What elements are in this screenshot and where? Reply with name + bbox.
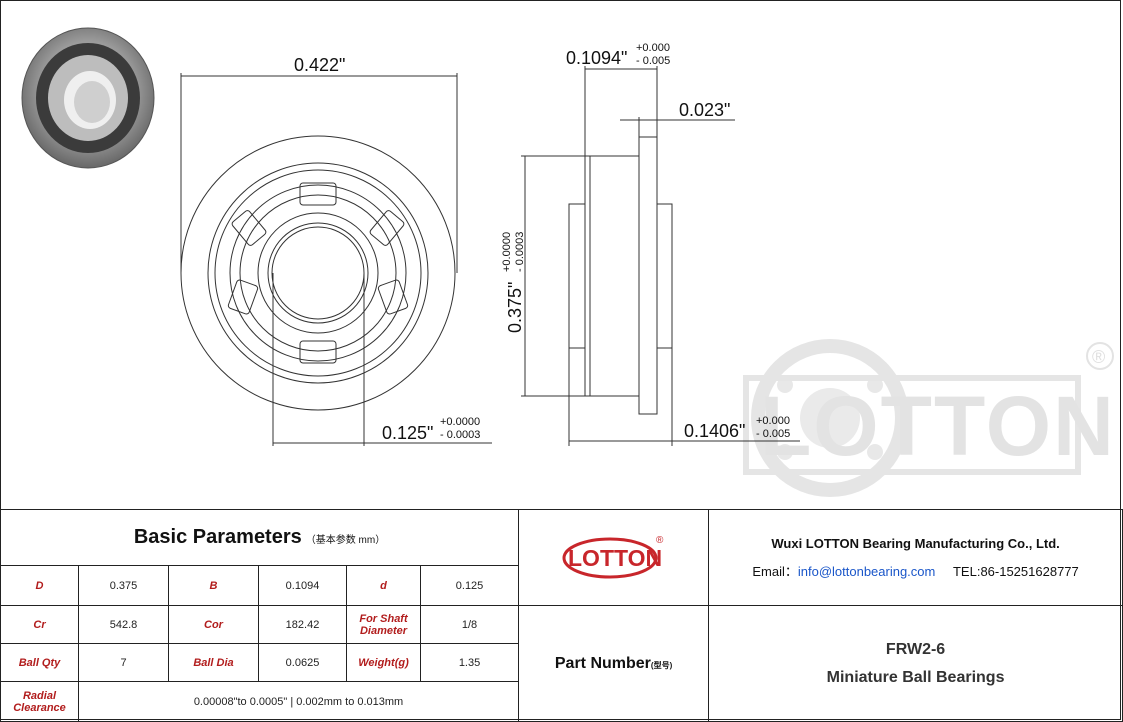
dim-bore: 0.125": [382, 423, 433, 443]
dim-od-tol-minus: - 0.0003: [514, 232, 526, 272]
company-cell: Wuxi LOTTON Bearing Manufacturing Co., L…: [708, 509, 1123, 606]
value-B: 0.1094: [258, 565, 347, 606]
label-B: B: [168, 565, 259, 606]
label-D: D: [0, 565, 79, 606]
dim-side-width-tol-minus: - 0.005: [636, 55, 670, 67]
logo-registered: ®: [656, 535, 664, 546]
logo-text: LOTTON: [568, 545, 662, 571]
dim-outer-diameter: 0.375": [505, 282, 525, 333]
basic-parameters-header: Basic Parameters（基本参数 mm）: [0, 509, 520, 566]
part-number-label: Part Number: [554, 654, 651, 672]
part-number-cell: FRW2-6 Miniature Ball Bearings: [708, 605, 1123, 722]
dim-flange-thickness: 0.023": [679, 100, 730, 120]
label-ball-qty: Ball Qty: [0, 643, 79, 682]
part-description: Miniature Ball Bearings: [826, 668, 1005, 686]
watermark: LOTTON ®: [743, 339, 1116, 497]
dim-bore-tol-minus: - 0.0003: [440, 429, 480, 441]
watermark-text: LOTTON: [760, 379, 1116, 473]
telephone: TEL:86-15251628777: [952, 563, 1079, 579]
value-radial-clearance: 0.00008"to 0.0005" | 0.002mm to 0.013mm: [77, 681, 520, 722]
parameters-table: Basic Parameters（基本参数 mm） LOTTON ® Wuxi …: [0, 509, 1123, 722]
contact-row: Email：info@lottonbearing.com TEL:86-1525…: [709, 561, 1122, 580]
value-Cr: 542.8: [78, 605, 169, 644]
value-Cor: 182.42: [258, 605, 347, 644]
label-d: d: [346, 565, 421, 606]
dim-side-width: 0.1094": [566, 48, 627, 68]
dim-total-width: 0.1406": [684, 421, 745, 441]
dim-bore-tol-plus: +0.0000: [440, 416, 480, 428]
value-weight: 1.35: [419, 643, 520, 682]
label-Cor: Cor: [168, 605, 259, 644]
part-number-sub: (型号): [650, 660, 673, 670]
dim-od-tol-plus: +0.0000: [501, 232, 513, 272]
label-shaft-diameter: For Shaft Diameter: [346, 605, 421, 644]
value-d: 0.125: [419, 565, 520, 606]
label-Cr: Cr: [0, 605, 79, 644]
label-weight: Weight(g): [346, 643, 421, 682]
dim-total-width-tol-plus: +0.000: [756, 415, 790, 427]
logo-cell: LOTTON ®: [518, 509, 710, 606]
dim-side-width-tol-plus: +0.000: [636, 42, 670, 54]
label-ball-dia: Ball Dia: [168, 643, 259, 682]
value-ball-dia: 0.0625: [258, 643, 347, 682]
registered-mark: ®: [1092, 347, 1105, 367]
basic-parameters-subtitle: （基本参数 mm）: [305, 535, 386, 546]
email-label: Email：: [752, 563, 798, 579]
front-view: [180, 135, 456, 411]
label-radial-clearance: Radial Clearance: [0, 681, 79, 722]
dim-total-width-tol-minus: - 0.005: [756, 428, 790, 440]
part-model: FRW2-6: [885, 640, 946, 658]
company-name: Wuxi LOTTON Bearing Manufacturing Co., L…: [771, 535, 1060, 551]
basic-parameters-title: Basic Parameters: [133, 526, 302, 548]
value-shaft-diameter: 1/8: [419, 605, 520, 644]
ball-pockets: [227, 182, 409, 364]
dim-front-width: 0.422": [294, 55, 345, 75]
technical-drawing: LOTTON ® 0.422" 0.125" +0.0000 - 0.0003: [21, 27, 1116, 497]
bearing-photo: [21, 27, 155, 169]
value-ball-qty: 7: [78, 643, 169, 682]
part-number-label-cell: Part Number(型号): [518, 605, 710, 722]
lotton-logo: LOTTON ®: [562, 535, 664, 579]
front-dimensions: [180, 73, 492, 446]
email-link[interactable]: info@lottonbearing.com: [797, 563, 936, 579]
side-dimensions: [521, 66, 800, 446]
value-D: 0.375: [78, 565, 169, 606]
side-view: [568, 136, 673, 415]
